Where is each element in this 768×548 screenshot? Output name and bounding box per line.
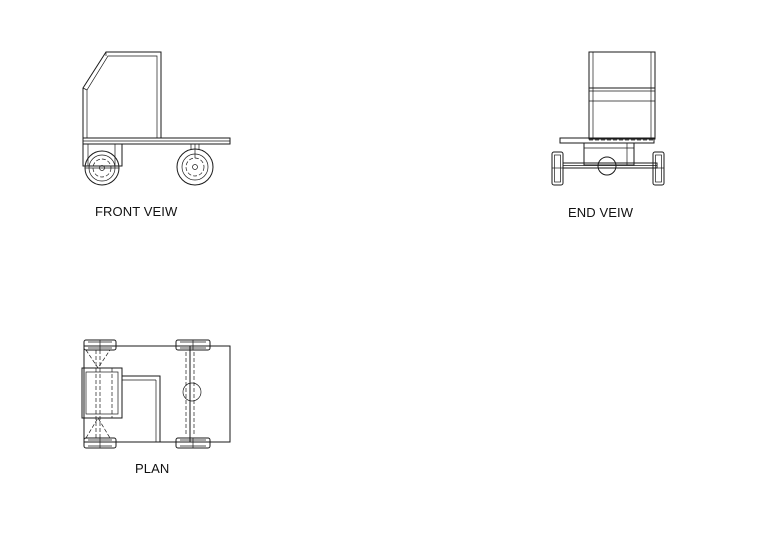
plan-wheel-front-top xyxy=(83,339,117,351)
front-view-drawing xyxy=(82,51,231,186)
end-wheel-left xyxy=(551,151,564,186)
plan-wheel-rear-bottom xyxy=(175,437,211,449)
front-wheel-right xyxy=(176,144,214,186)
plan-view-label: PLAN xyxy=(135,461,170,476)
front-view-label: FRONT VEIW xyxy=(95,204,178,219)
front-wheel-left xyxy=(84,150,120,186)
plan-wheel-rear-top xyxy=(175,339,211,351)
end-view-label: END VEIW xyxy=(568,205,634,220)
plan-wheel-front-bottom xyxy=(83,437,117,449)
end-wheel-right xyxy=(652,151,665,186)
plan-view-drawing xyxy=(81,339,231,449)
end-view-drawing xyxy=(551,51,665,186)
